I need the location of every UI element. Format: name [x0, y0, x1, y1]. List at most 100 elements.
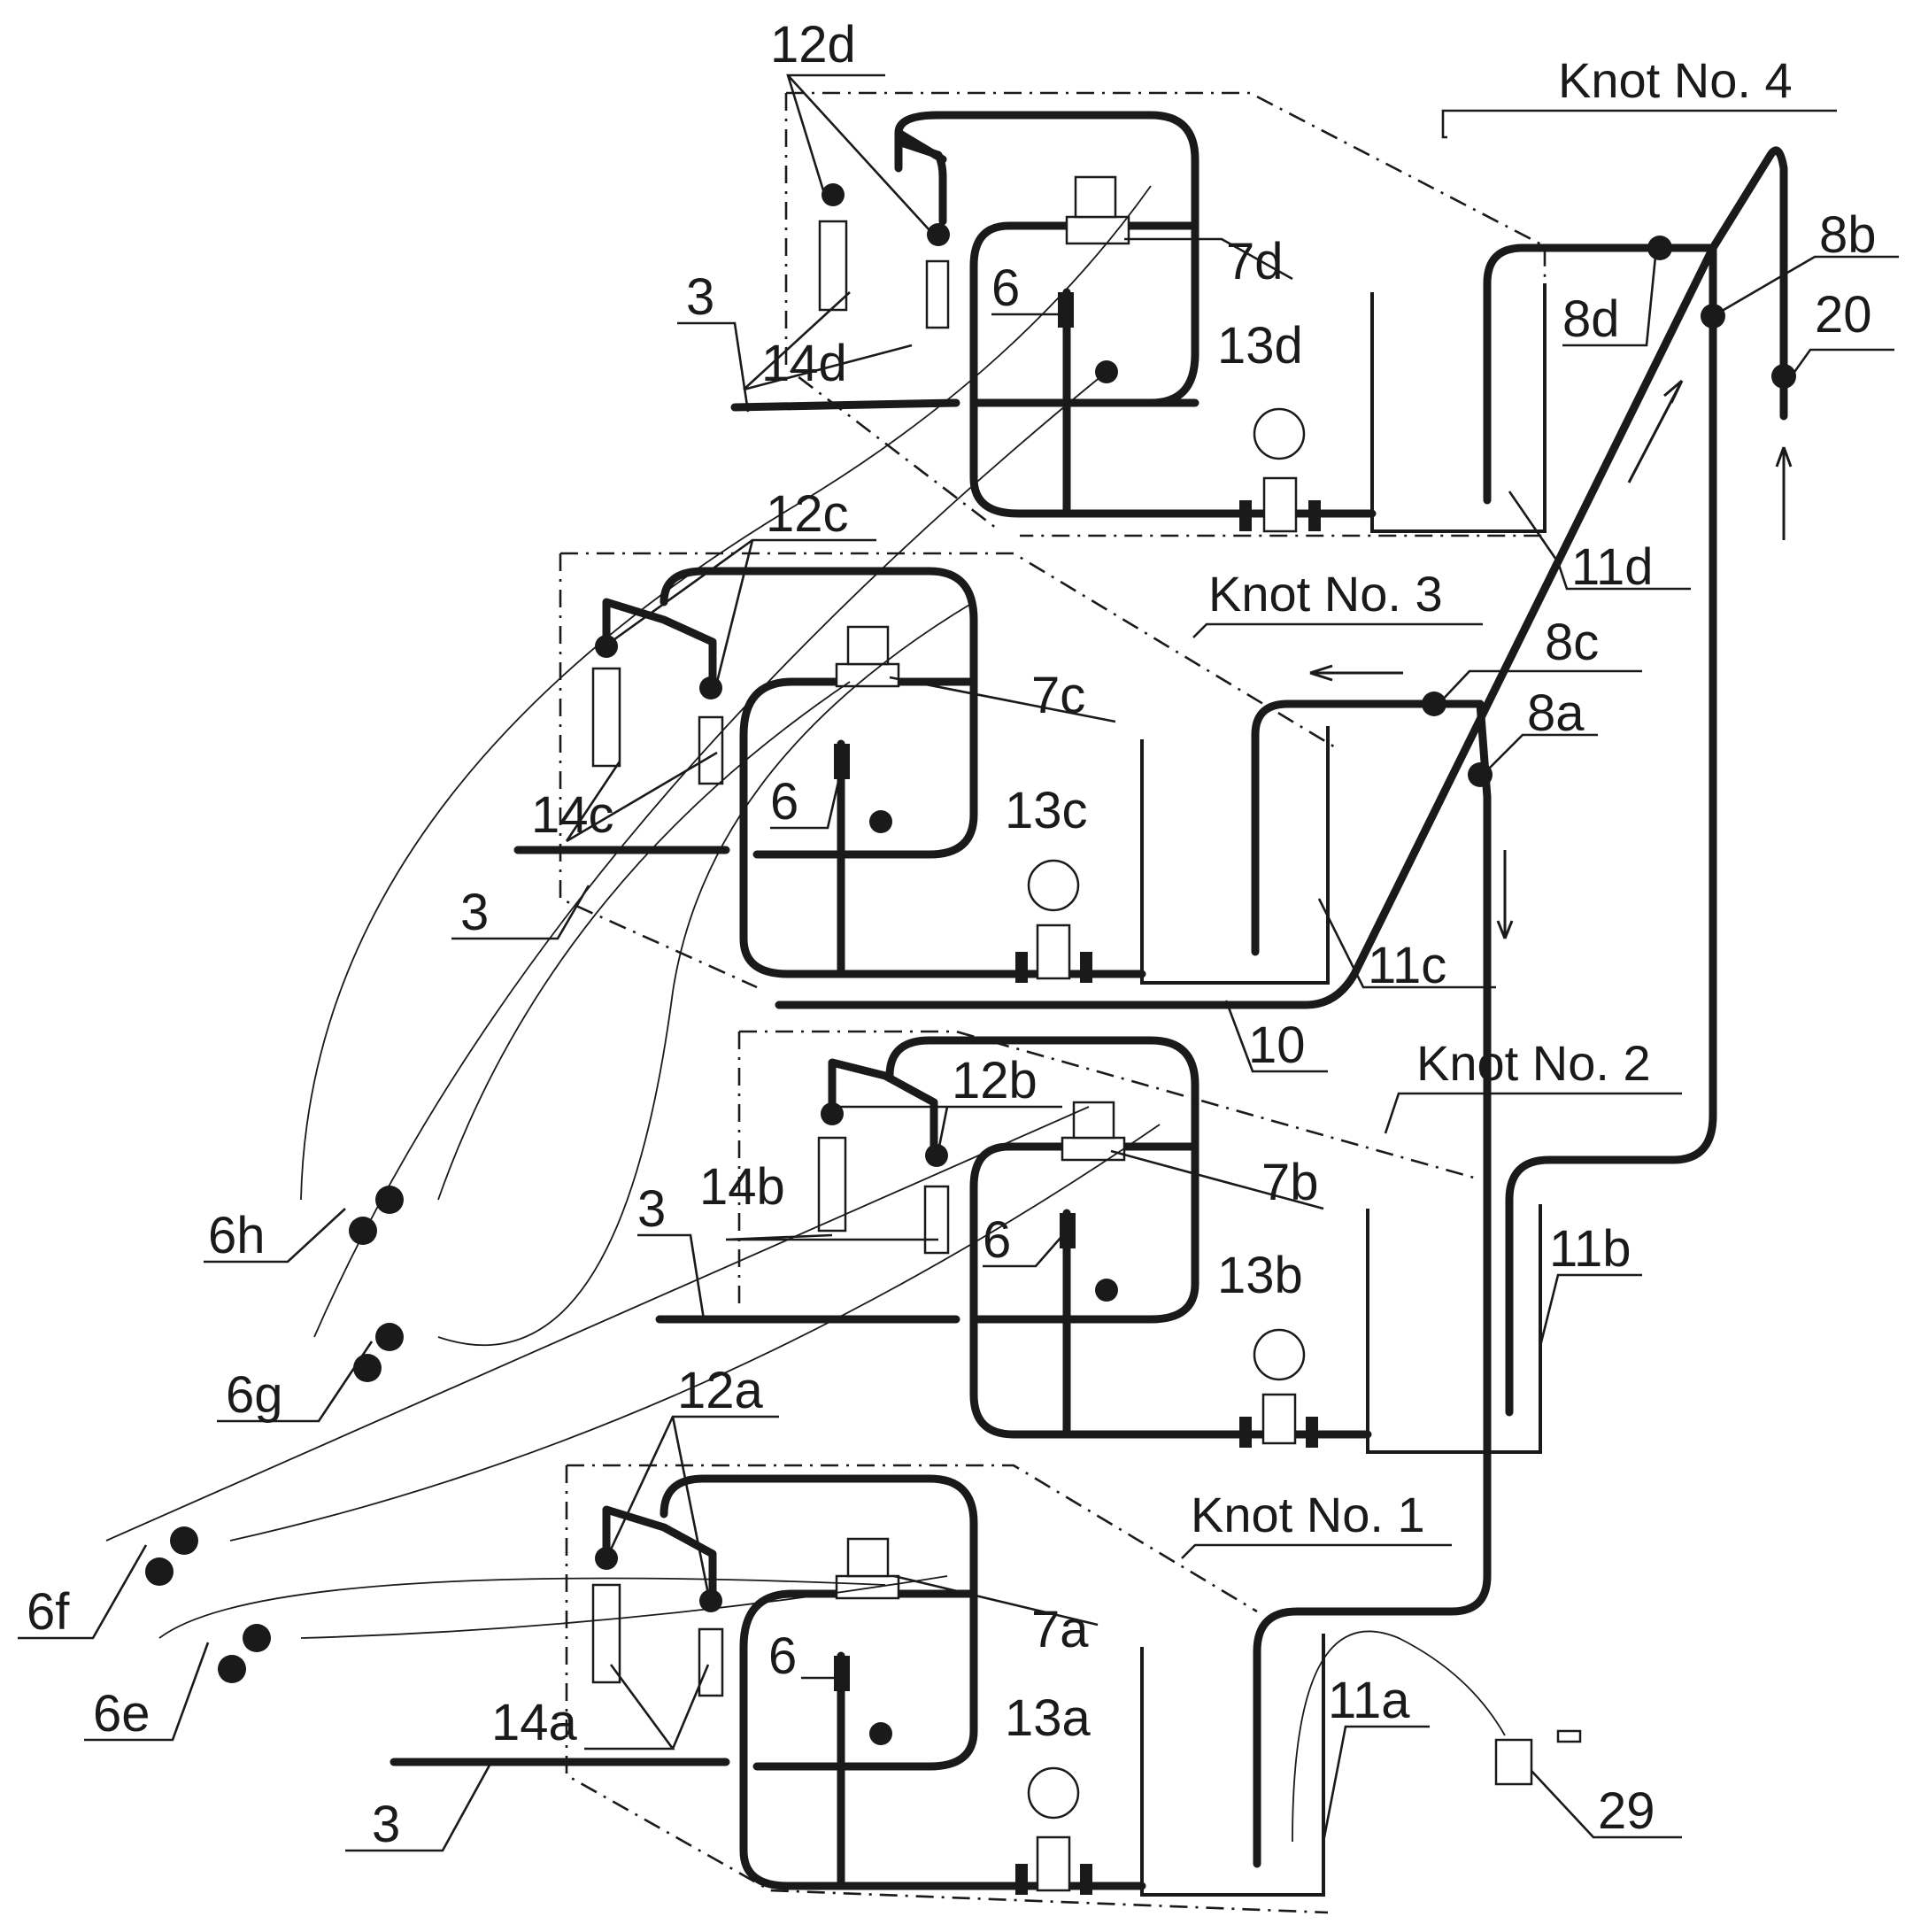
knot-1-valve-sensor — [869, 1722, 892, 1745]
valve-6e-bottom — [218, 1655, 246, 1683]
label-13a: 13a — [1005, 1689, 1091, 1747]
knot-4-flange-left — [1239, 500, 1252, 531]
label-7d: 7d — [1226, 233, 1284, 290]
knot-2-flange-right — [1306, 1417, 1318, 1448]
label-8a: 8a — [1527, 684, 1585, 742]
label-14a: 14a — [491, 1694, 578, 1751]
label-8d: 8d — [1562, 290, 1620, 348]
knot-3-downpipe — [1251, 699, 1485, 956]
wire-6e — [158, 1577, 886, 1639]
valve-6f-bottom — [145, 1557, 174, 1586]
valve-6e-top — [243, 1624, 271, 1652]
label-knot-2: Knot No. 2 — [1416, 1035, 1651, 1091]
knot-1-downpipe — [1253, 792, 1492, 1868]
knot-2-bypass — [828, 1058, 938, 1160]
label-knot-3: Knot No. 3 — [1208, 566, 1443, 622]
knot-3-bypass — [602, 598, 717, 691]
knot-1-bypass — [602, 1505, 717, 1603]
knot-4-flowmeter-13d-body — [1262, 476, 1298, 533]
label-6-a: 6 — [768, 1627, 797, 1685]
leader-6e — [84, 1642, 210, 1742]
leader-7a — [893, 1574, 1099, 1627]
valve-6g-top — [375, 1323, 404, 1351]
label-6-d: 6 — [991, 259, 1020, 317]
leader-3-b — [637, 1233, 706, 1320]
label-knot-4: Knot No. 4 — [1558, 52, 1793, 108]
leader-11d — [1508, 491, 1691, 591]
leader-8d — [1562, 256, 1657, 347]
knot-2-unit — [655, 1030, 1678, 1454]
wire-6h-b — [437, 681, 851, 1201]
leader-6-b — [983, 1230, 1068, 1268]
label-20: 20 — [1815, 286, 1872, 344]
label-14b: 14b — [699, 1158, 785, 1216]
wire-6g-b — [437, 601, 975, 1347]
label-3-c: 3 — [460, 884, 489, 941]
valve-6h-bottom — [349, 1217, 377, 1245]
knot-3-flange-left — [1015, 952, 1028, 983]
leader-20 — [1786, 348, 1894, 382]
knot-2-sensor-6 — [1060, 1213, 1076, 1248]
knot-3-sensor-6 — [834, 744, 850, 779]
label-3-a: 3 — [372, 1796, 400, 1853]
knot-4-rotameter-left — [818, 220, 848, 312]
valve-20 — [1771, 364, 1796, 389]
label-29: 29 — [1598, 1782, 1655, 1840]
leader-29 — [1531, 1770, 1682, 1839]
knot-3-flowmeter-13c-body — [1036, 923, 1071, 980]
knot-3-valve-sensor — [869, 810, 892, 833]
knot-1-rotameter-right — [698, 1627, 724, 1697]
labels: Knot No. 4 Knot No. 3 Knot No. 2 Knot No… — [27, 16, 1877, 1853]
leader-8c — [1438, 669, 1642, 705]
knot-4-boundary — [784, 91, 1547, 537]
main-return-pipe-10 — [775, 243, 1717, 1009]
label-knot-1: Knot No. 1 — [1191, 1487, 1425, 1542]
leader-12b — [837, 1105, 1062, 1152]
leader-8b — [1712, 255, 1899, 318]
knot-1-rotameter-left — [591, 1583, 621, 1684]
knot-2-meter-7b-head — [1072, 1101, 1115, 1140]
knot-4-meter-7d-head — [1074, 175, 1117, 219]
knot-1-flange-left — [1015, 1864, 1028, 1895]
knot-3-inner-loop — [739, 677, 1146, 978]
valve-6g-bottom — [353, 1354, 382, 1382]
leader-12d — [786, 73, 930, 231]
knot-4-flange-right — [1308, 500, 1321, 531]
knot-2-tank — [1366, 1204, 1542, 1454]
label-13d: 13d — [1217, 317, 1303, 375]
knot-2-flowmeter-13b-body — [1261, 1393, 1297, 1445]
knot-2-flowmeter-13b — [1253, 1328, 1306, 1381]
leader-6g — [217, 1341, 374, 1423]
leader-knot1 — [1181, 1543, 1452, 1559]
label-6g: 6g — [226, 1366, 283, 1424]
wire-6f-b — [229, 1124, 1161, 1542]
knot-3-meter-7c-head — [846, 625, 890, 666]
knot-4-tank — [1370, 283, 1547, 533]
knot-1-valve-right — [699, 1589, 722, 1612]
leader-lines — [18, 73, 1899, 1852]
label-6f: 6f — [27, 1583, 70, 1641]
label-14d: 14d — [761, 335, 847, 392]
knot-4-header-3 — [730, 398, 960, 412]
leader-6h — [204, 1208, 346, 1264]
knot-3-outer-loop — [660, 567, 978, 859]
label-11d: 11d — [1571, 538, 1653, 596]
leader-10 — [1224, 1000, 1328, 1073]
leader-12a — [609, 1415, 779, 1595]
knot-2-flange-left — [1239, 1417, 1252, 1448]
knot-3-rotameter-right — [698, 715, 724, 785]
knot-4-meter-7d — [1065, 215, 1130, 245]
leader-14d — [743, 291, 913, 391]
knot-1-boundary — [565, 1464, 1329, 1914]
knot-4-outer-loop — [894, 111, 1199, 407]
knot-2-rotameter-left — [817, 1136, 847, 1233]
label-8b: 8b — [1819, 206, 1877, 264]
wire-29 — [1292, 1630, 1506, 1843]
knot-1-outer-loop — [660, 1474, 978, 1771]
knot-1-flowmeter-13a — [1027, 1766, 1080, 1820]
knot-2-rotameter-right — [923, 1185, 950, 1255]
label-6-c: 6 — [770, 773, 798, 831]
valve-8d — [1647, 236, 1672, 260]
knot-4-bypass-right — [894, 137, 947, 226]
